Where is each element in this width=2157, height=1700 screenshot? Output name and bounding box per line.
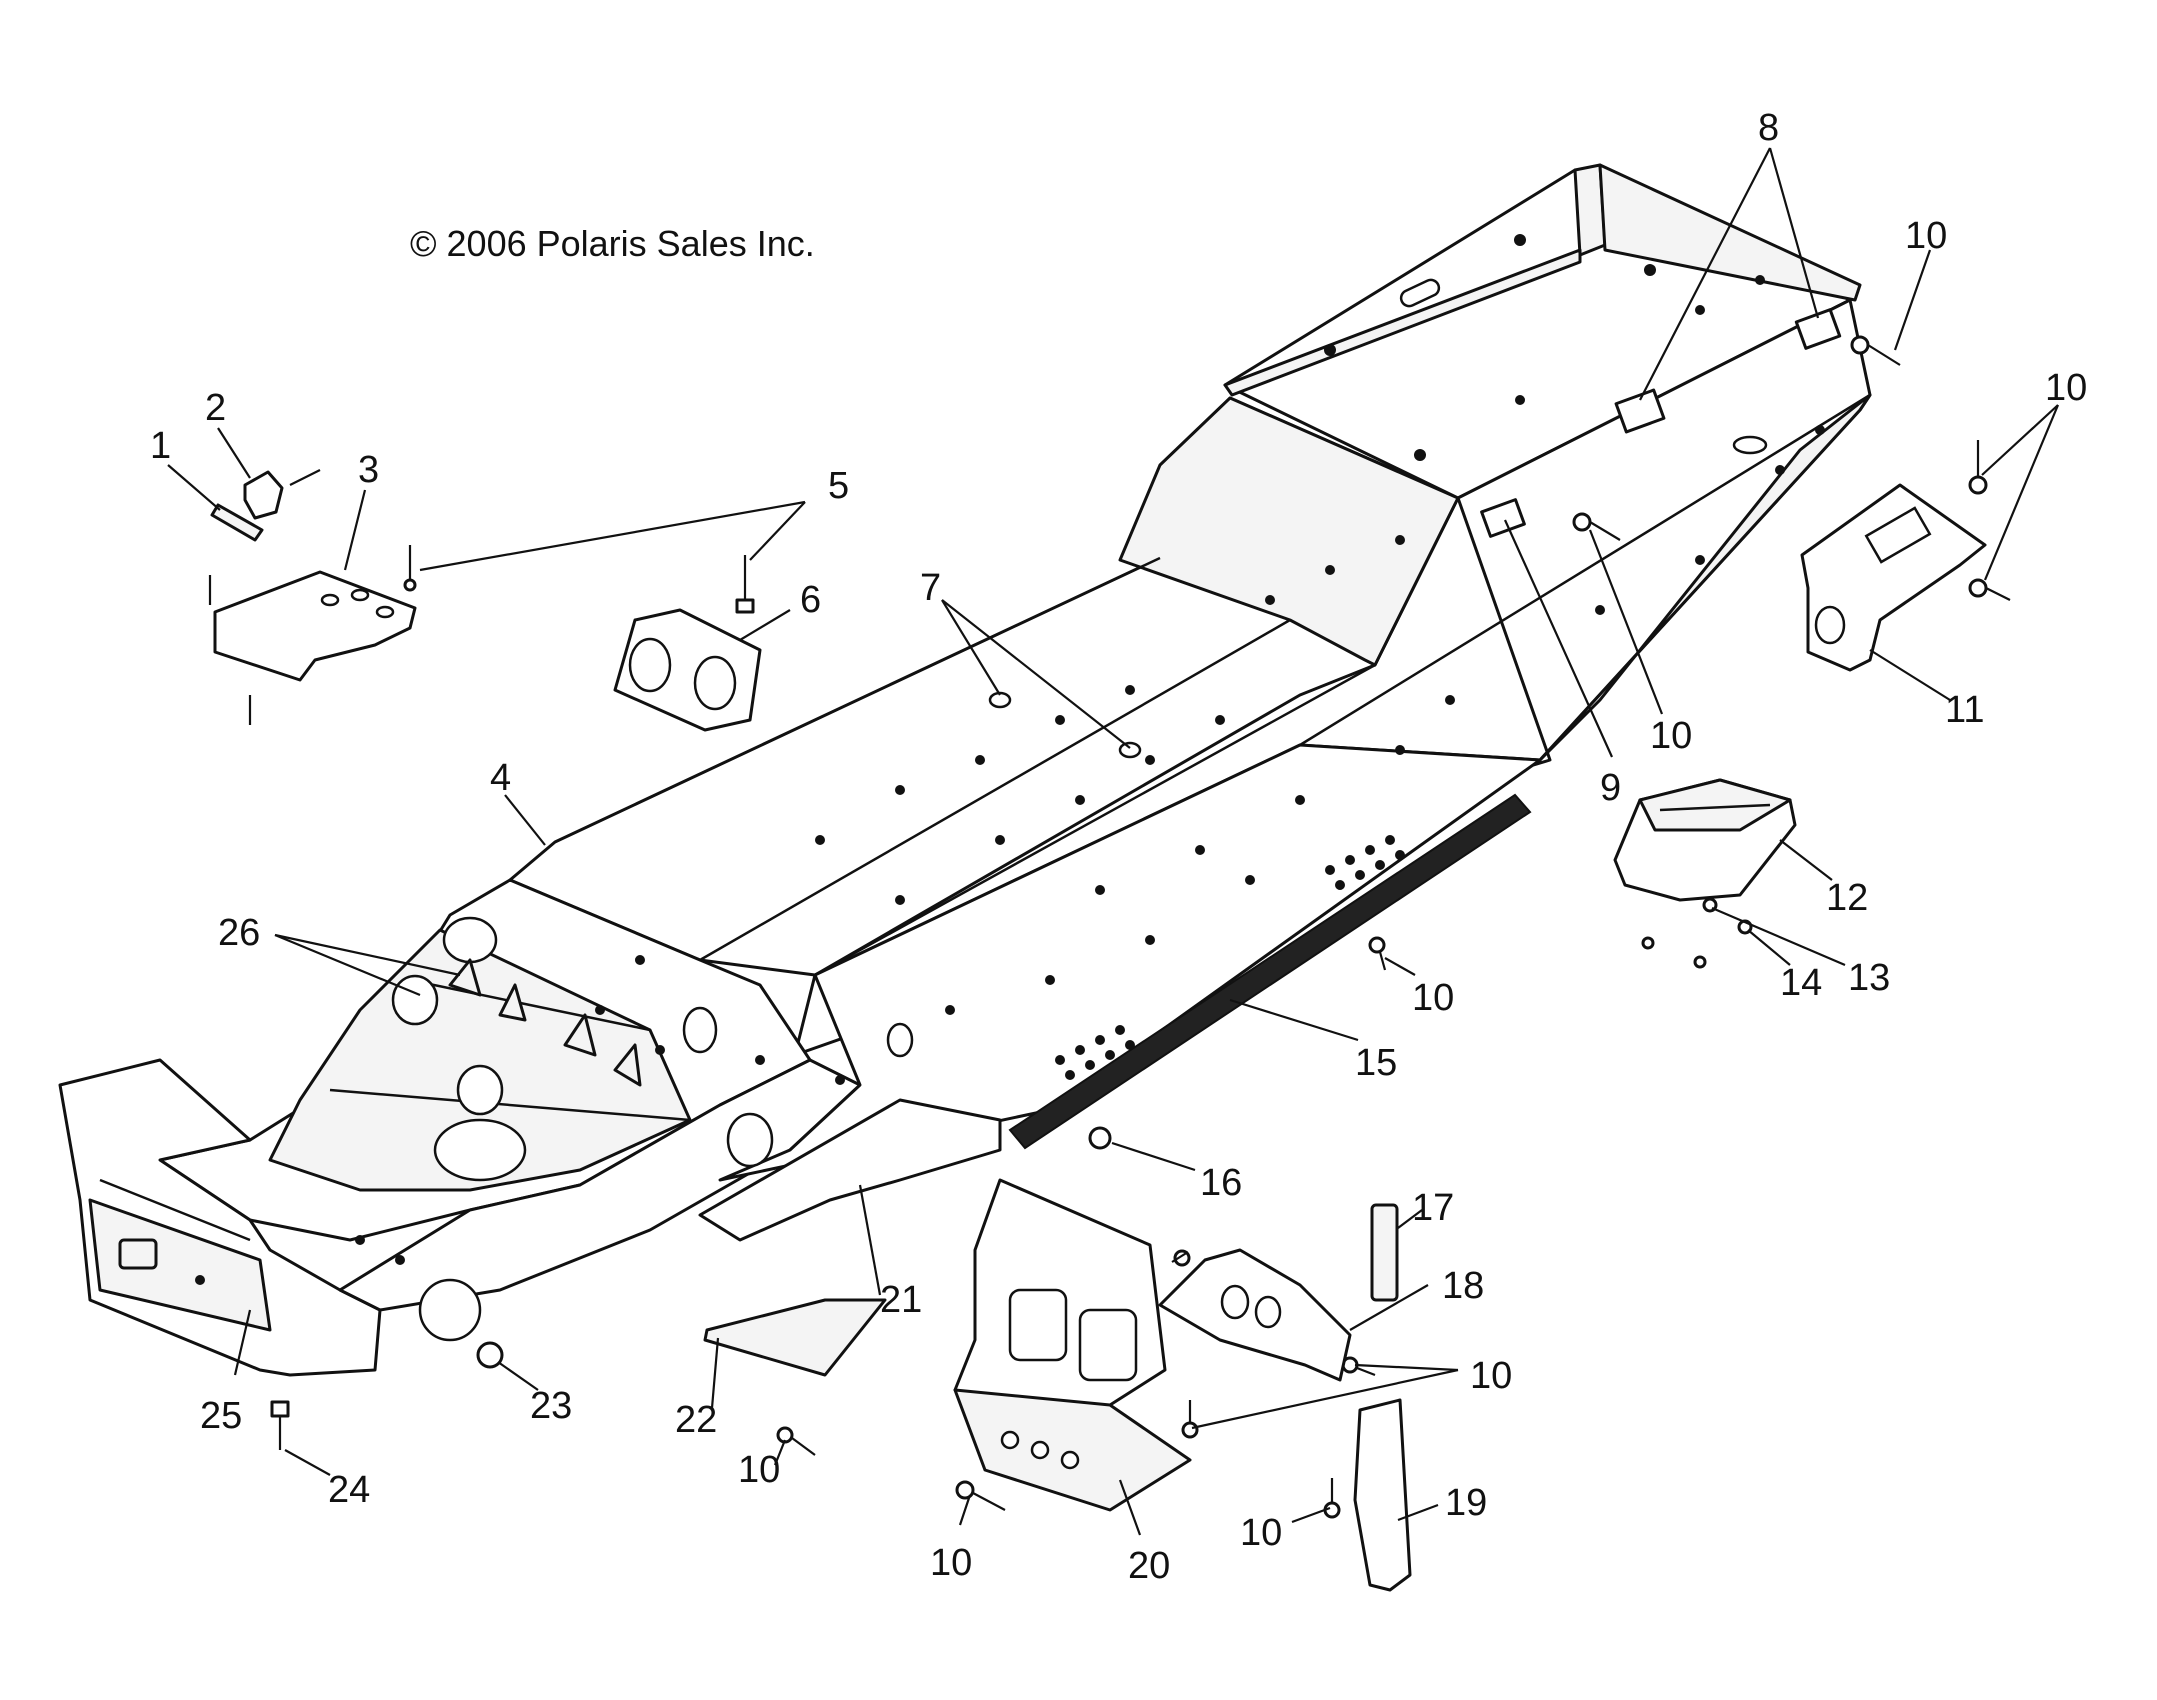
part-17-strip (1370, 1203, 1399, 1302)
callout-15: 15 (1355, 1042, 1397, 1084)
part-14-screw (1641, 919, 1753, 969)
part-6-dual-mount (613, 608, 762, 732)
leader-lines (167, 147, 2060, 1536)
callout-9: 9 (1600, 767, 1621, 809)
part-8-latches (1614, 308, 1842, 434)
callout-2: 2 (205, 387, 226, 429)
callout-14: 14 (1780, 962, 1822, 1004)
copyright-text: © 2006 Polaris Sales Inc. (410, 223, 815, 264)
callout-10-guard: 10 (1470, 1355, 1512, 1397)
callout-4: 4 (490, 757, 511, 799)
callout-10-plate: 10 (738, 1449, 780, 1491)
callout-6: 6 (800, 579, 821, 621)
part-2-bumper (243, 469, 321, 520)
part-23-plug (476, 1341, 504, 1369)
callout-20: 20 (1128, 1545, 1170, 1587)
callout-8: 8 (1758, 107, 1779, 149)
callout-12: 12 (1826, 877, 1868, 919)
part-10-fasteners (776, 335, 2011, 1519)
callout-7: 7 (920, 567, 941, 609)
part-5-bolts (403, 545, 755, 614)
callout-25: 25 (200, 1395, 242, 1437)
part-1-clip (210, 503, 264, 542)
part-9-latch (1480, 498, 1526, 538)
callout-10-panel: 10 (930, 1542, 972, 1584)
callout-21: 21 (880, 1279, 922, 1321)
callout-10-lower: 10 (1240, 1512, 1282, 1554)
callout-3: 3 (358, 449, 379, 491)
callout-26: 26 (218, 912, 260, 954)
callout-13: 13 (1848, 957, 1890, 999)
callout-23: 23 (530, 1385, 572, 1427)
part-3-bracket (208, 570, 417, 725)
callout-10-bracket: 10 (2045, 367, 2087, 409)
part-16-plug (1088, 1126, 1112, 1150)
callout-19: 19 (1445, 1482, 1487, 1524)
part-20-heat-exchanger-panel (953, 1178, 1192, 1512)
callout-5: 5 (828, 465, 849, 507)
part-18-guard (1158, 1248, 1352, 1382)
callout-22: 22 (675, 1399, 717, 1441)
callout-10-tunnel: 10 (1412, 977, 1454, 1019)
callout-18: 18 (1442, 1265, 1484, 1307)
callout-labels: 1 2 3 4 5 6 7 8 9 10 10 10 10 10 10 10 1… (150, 107, 2087, 1587)
callout-10-latch: 10 (1650, 715, 1692, 757)
callout-24: 24 (328, 1469, 370, 1511)
part-12-step (1613, 778, 1797, 902)
part-24-bolt (270, 1400, 290, 1450)
part-25-nose-hardware (118, 1238, 158, 1270)
callout-16: 16 (1200, 1162, 1242, 1204)
callout-17: 17 (1412, 1187, 1454, 1229)
part-11-bracket (1800, 483, 1987, 672)
part-22-plate (703, 1298, 887, 1377)
callout-11: 11 (1945, 689, 1984, 731)
part-19-guard (1353, 1398, 1412, 1592)
callout-10-rear: 10 (1905, 215, 1947, 257)
callout-1: 1 (150, 425, 171, 467)
main-chassis-tunnel (58, 163, 1872, 1377)
